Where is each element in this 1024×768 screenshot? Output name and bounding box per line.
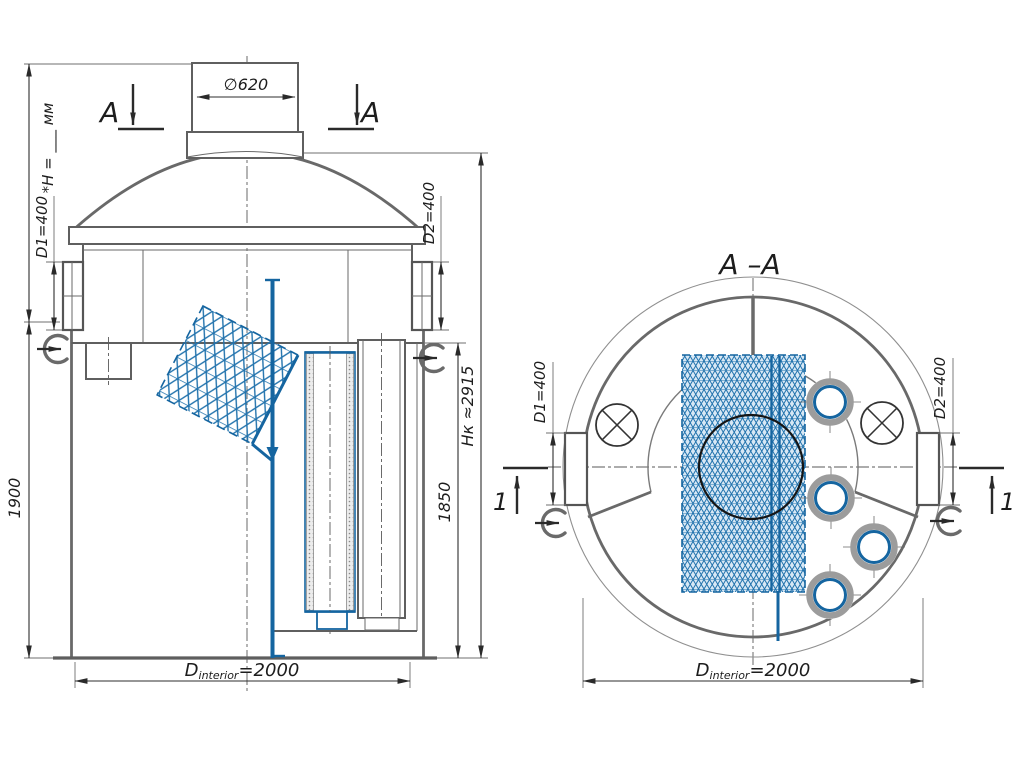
dim-d1-section: D1=400 xyxy=(531,361,549,423)
section-view-title: A –A xyxy=(717,248,780,281)
section-view: A –A xyxy=(493,248,1015,688)
detail-number-left: 1 xyxy=(493,488,508,516)
riser-pipe xyxy=(265,278,285,658)
section-letter-right: A xyxy=(359,96,380,129)
section-letter-left: A xyxy=(98,96,119,129)
coalescing-mesh xyxy=(156,304,300,446)
flow-out-icon-plan xyxy=(930,508,960,535)
manhole-projection xyxy=(697,413,805,521)
section-cut-marker-a-right: A xyxy=(328,84,380,131)
filter-cartridge xyxy=(304,346,356,634)
crossed-fitting-right-icon xyxy=(860,401,904,445)
dimensions-section: D1=400 D2=400 Dinterior=2000 xyxy=(531,357,960,688)
pipe-ring-1 xyxy=(799,371,861,433)
dim-1900: 1900 xyxy=(5,478,24,519)
detail-number-right: 1 xyxy=(1000,488,1015,516)
crossed-fitting-left-icon xyxy=(595,403,639,447)
pipe-ring-3 xyxy=(843,516,905,578)
dome-rim xyxy=(68,226,426,245)
flow-arrow-down xyxy=(266,447,279,461)
dim-height-note: *H = ___ мм xyxy=(39,103,58,194)
baffle-funnel-left xyxy=(587,490,652,519)
inlet-nozzle xyxy=(61,260,85,332)
dim-d1-front: D1=400 xyxy=(33,196,51,258)
baffle-funnel-right xyxy=(854,490,919,519)
outlet-nozzle xyxy=(410,260,434,332)
pipe-ring-4 xyxy=(799,564,861,626)
front-view: A A ∅620 D1=400 D2=400 *H = ___ мм 1900 … xyxy=(5,56,488,694)
mesh-funnel xyxy=(251,442,274,463)
outlet-nozzle-plan xyxy=(915,431,941,507)
outlet-cartridge xyxy=(357,333,406,631)
flow-in-icon xyxy=(37,336,67,363)
dim-interior-section: Dinterior=2000 xyxy=(696,660,811,682)
dim-hk-total: Hк ≈2915 xyxy=(458,366,477,447)
inlet-nozzle-plan xyxy=(563,431,589,507)
detail-marker-1-right: 1 xyxy=(959,466,1015,516)
dim-d2-front: D2=400 xyxy=(420,182,438,244)
interior-structure xyxy=(71,249,424,632)
dimensions-front: ∅620 D1=400 D2=400 *H = ___ мм 1900 Hк ≈… xyxy=(5,63,484,684)
outer-shell-circle xyxy=(562,276,944,658)
section-cut-marker-a-left: A xyxy=(98,84,164,131)
coalescing-mesh-plan xyxy=(681,354,806,641)
pipe-ring-2 xyxy=(800,467,862,529)
dim-1850: 1850 xyxy=(435,482,454,523)
dim-interior-front: Dinterior=2000 xyxy=(185,660,300,682)
flow-in-icon-plan xyxy=(535,510,565,537)
dim-neck-diameter: ∅620 xyxy=(224,75,268,94)
dim-d2-section: D2=400 xyxy=(931,357,949,419)
detail-marker-1-left: 1 xyxy=(493,466,548,516)
